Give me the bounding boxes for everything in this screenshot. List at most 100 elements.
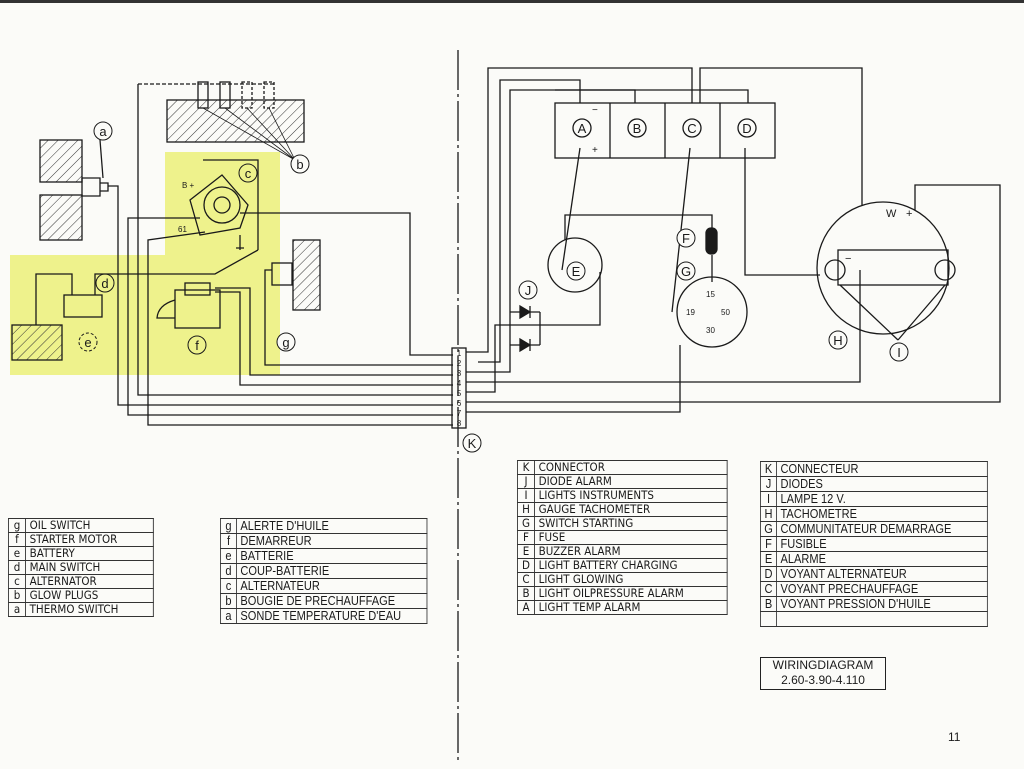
legend-description: LIGHT TEMP ALARM [534, 600, 728, 615]
fuse [705, 227, 718, 255]
label-A: A [578, 121, 587, 136]
starting-switch[interactable] [676, 276, 748, 348]
legend-key: f [7, 532, 26, 547]
alternator-61-label: 61 [178, 225, 187, 234]
wire [127, 217, 453, 416]
label-d-text: d [101, 276, 108, 291]
wire [94, 249, 259, 295]
wire [35, 273, 73, 325]
legend-description: COUP-BATTERIE [236, 563, 428, 579]
thermo-switch [81, 139, 109, 197]
legend-key: d [220, 563, 237, 579]
label-d: d [95, 273, 115, 293]
connector-pin-label: 7 [457, 409, 462, 418]
page-number: 11 [948, 730, 961, 744]
legend-description: FUSE [534, 530, 728, 545]
legend-description: MAIN SWITCH [25, 560, 154, 575]
legend-key: F [759, 536, 778, 552]
label-K-text: K [468, 436, 477, 451]
legend-key: f [220, 533, 237, 549]
legend-description: DEMARREUR [236, 533, 428, 549]
title-line-1: WIRINGDIAGRAM [772, 658, 874, 672]
legend-description: LIGHT BATTERY CHARGING [534, 558, 728, 573]
legend-key: b [220, 593, 237, 609]
legend-key [759, 611, 778, 627]
legend-description: CONNECTOR [534, 460, 728, 475]
tacho-plus-label: + [906, 208, 912, 220]
legend-key: I [759, 491, 778, 507]
wire [744, 148, 820, 276]
legend-description: LAMPE 12 V. [776, 491, 988, 507]
legend-description: DIODE ALARM [534, 474, 728, 489]
connector-pin-label: 5 [457, 389, 462, 398]
label-g: g [276, 332, 296, 352]
label-g-text: g [282, 335, 289, 350]
label-D-text: D [742, 121, 751, 136]
legend-description: LIGHT GLOWING [534, 572, 728, 587]
label-K: K [462, 433, 482, 453]
legend-description: DIODES [776, 476, 988, 492]
legend-key: e [7, 546, 26, 561]
legend-key: B [517, 586, 535, 601]
legend-description: FUSIBLE [776, 536, 988, 552]
alternator-b-plus-label: B + [182, 181, 195, 190]
legend-key: E [759, 551, 778, 567]
legend-key: G [517, 516, 535, 531]
label-E: E [566, 261, 586, 281]
legend-description: ALARME [776, 551, 988, 567]
connector-pin-label: 8 [457, 419, 462, 428]
wire [264, 269, 453, 366]
label-b: b [290, 154, 310, 174]
legend-key: D [517, 558, 535, 573]
label-A-text: A [578, 121, 587, 136]
label-D: D [742, 121, 751, 136]
label-J: J [518, 280, 538, 300]
title-box: WIRINGDIAGRAM 2.60-3.90-4.110 [760, 657, 886, 690]
diodes [510, 304, 541, 353]
legend-key: b [7, 588, 26, 603]
label-H: H [828, 330, 848, 350]
label-a-text: a [99, 124, 107, 139]
wire [478, 79, 581, 363]
connector-block[interactable] [451, 347, 467, 429]
connector-pin-label: 3 [457, 369, 462, 378]
legend-key: g [220, 518, 237, 534]
label-f-text: f [195, 338, 199, 353]
connector-pin-label: 4 [457, 379, 462, 388]
wire [466, 272, 601, 393]
legend-description: ALERTE D'HUILE [236, 518, 428, 534]
label-B-text: B [633, 121, 642, 136]
connector-pin-label: 1 [457, 349, 462, 358]
wire [240, 212, 453, 356]
legend-description [776, 611, 988, 627]
connector-pin-label: 2 [457, 359, 462, 368]
ground-hatch [11, 324, 63, 361]
tachometer-gauge [816, 201, 950, 335]
wire [215, 291, 453, 386]
wire [699, 67, 863, 205]
legend-key: D [759, 566, 778, 582]
starter-motor [156, 282, 221, 329]
wire [466, 184, 1001, 403]
legend-key: E [517, 544, 535, 559]
legend-row [759, 611, 988, 627]
label-C-text: C [687, 121, 696, 136]
legend-description: OIL SWITCH [25, 518, 154, 533]
